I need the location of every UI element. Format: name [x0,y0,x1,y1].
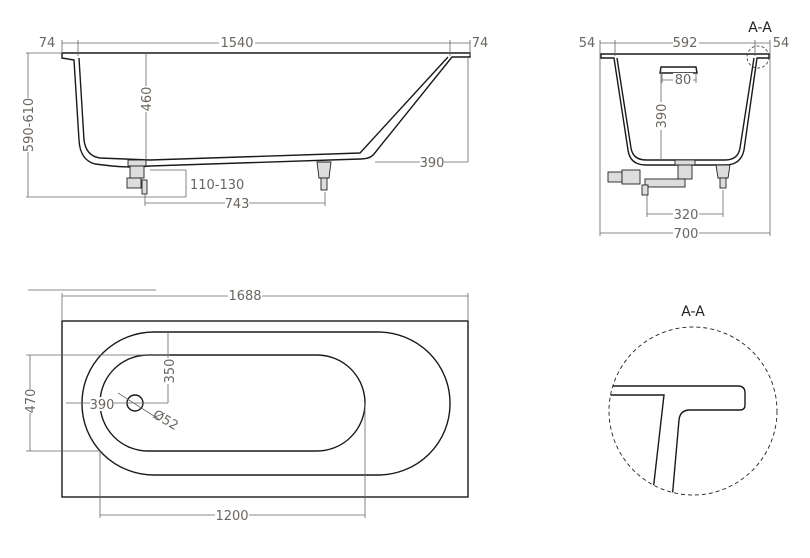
section-drain-width-dim: 80 [675,73,692,88]
detail-inner-profile [609,394,665,495]
side-bathtub-outline [61,52,471,168]
side-foot-spacing-dim: 743 [225,197,250,212]
section-rim-right-dim: 54 [773,36,790,51]
overflow [659,66,698,74]
plan-drain-diameter-dim: Ø52 [150,407,181,433]
plan-drain-offset-y-dim: 350 [163,359,178,384]
plan-inner-rim [81,331,451,476]
side-rim-right-dim: 74 [472,36,489,51]
detail-view: A-A [608,304,778,496]
side-slope-offset-dim: 390 [420,156,445,171]
section-rim-left-dim: 54 [579,36,596,51]
plan-overall-width-dim: 470 [24,389,39,414]
plan-outer-rim [61,320,469,498]
side-view: 74 1540 74 590-610 460 110-130 743 390 [21,35,491,212]
detail-outer-profile [609,385,746,495]
side-inner-line [78,56,449,161]
detail-label: A-A [681,304,705,320]
side-length-dim: 1540 [220,36,253,51]
section-detail-marker [746,45,770,69]
side-rim-left-dim: 74 [39,36,56,51]
section-inner-width-dim: 592 [673,36,698,51]
side-drain-height-dim: 110-130 [190,178,244,193]
section-overall-width-dim: 700 [674,227,699,242]
section-drain-assembly [607,159,731,196]
side-depth-dim: 460 [140,87,155,112]
section-foot-spacing-dim: 320 [674,208,699,223]
plan-view: 1688 470 350 390 Ø52 1200 [24,289,469,524]
section-depth-dim: 390 [655,104,670,129]
plan-overall-length-dim: 1688 [228,289,261,304]
plan-drain-offset-x-dim: 390 [90,398,115,413]
section-label: A-A [748,20,772,36]
section-view: 54 592 54 A-A 80 390 320 700 [578,20,789,242]
detail-circle [608,326,778,496]
side-height-dim: 590-610 [22,98,37,152]
plan-basin-length-dim: 1200 [215,509,248,524]
drain-assembly [126,159,148,195]
side-foot [316,161,332,191]
